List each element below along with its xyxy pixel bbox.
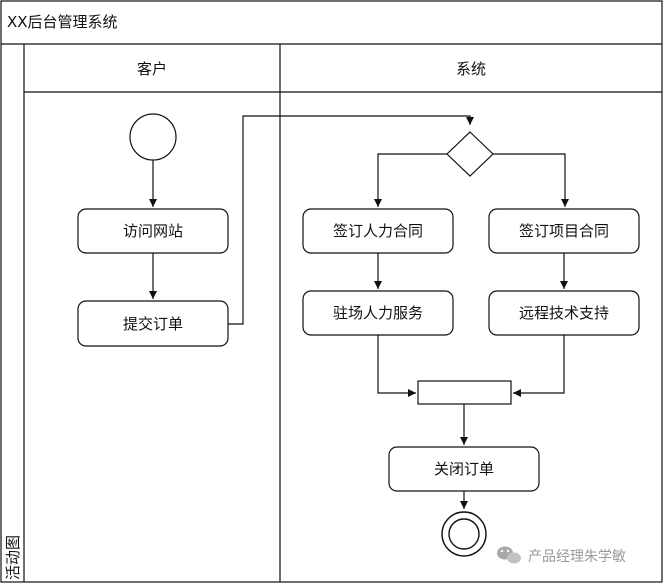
activity-submit-order-label: 提交订单 bbox=[123, 315, 183, 333]
watermark-text: 产品经理朱学敏 bbox=[528, 549, 626, 565]
initial-node bbox=[129, 113, 177, 161]
final-node-inner bbox=[448, 518, 480, 550]
wechat-icon bbox=[497, 546, 521, 564]
flow-decision-to-hr-contract bbox=[374, 153, 447, 207]
watermark: 产品经理朱学敏 bbox=[497, 546, 626, 565]
diagram-title: XX后台管理系统 bbox=[7, 13, 118, 31]
flow-onsite-to-join bbox=[377, 335, 416, 397]
flow-remote-to-join bbox=[513, 335, 565, 397]
decision-node bbox=[446, 131, 494, 177]
flow-submit-to-decision bbox=[228, 115, 474, 325]
activity-sign-project-contract-label: 签订项目合同 bbox=[519, 222, 609, 240]
activity-onsite-service-label: 驻场人力服务 bbox=[333, 304, 423, 322]
side-label: 活动图 bbox=[4, 535, 22, 580]
activity-visit-site-label: 访问网站 bbox=[123, 222, 183, 240]
activity-remote-support-label: 远程技术支持 bbox=[519, 304, 609, 322]
lane-header-system: 系统 bbox=[456, 60, 486, 78]
flow-decision-to-project-contract bbox=[493, 153, 569, 207]
join-bar bbox=[417, 380, 512, 405]
activity-sign-hr-contract-label: 签订人力合同 bbox=[333, 222, 423, 240]
lane-header-customer: 客户 bbox=[137, 60, 167, 78]
activity-close-order-label: 关闭订单 bbox=[434, 460, 494, 478]
